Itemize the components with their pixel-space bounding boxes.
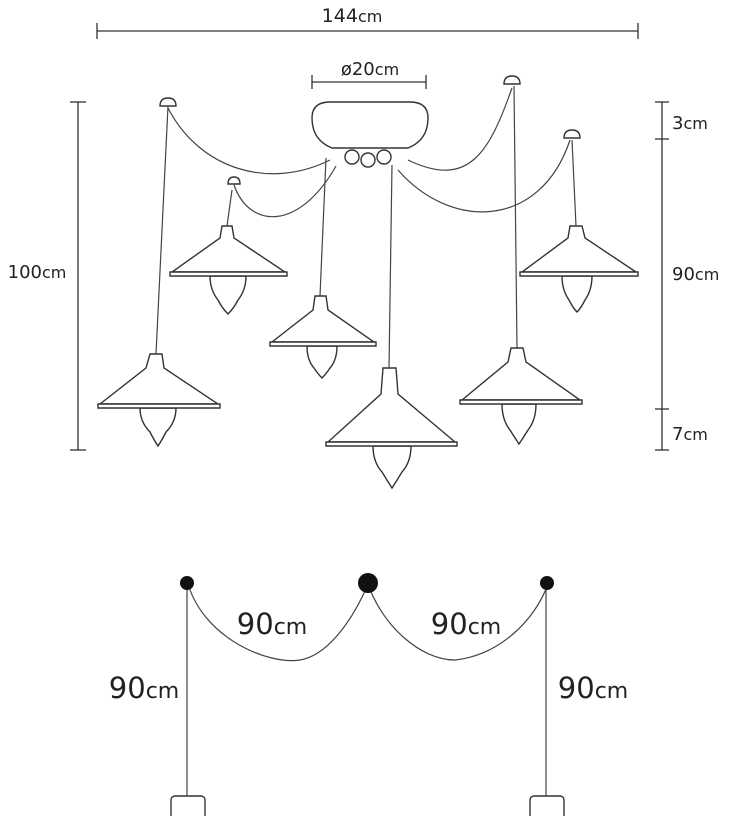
swag-cable	[167, 107, 331, 175]
ceiling-canopy	[311, 101, 429, 149]
drop-cable	[155, 105, 169, 355]
total-height-unit: cm	[42, 263, 66, 282]
left-swag-unit: cm	[274, 615, 308, 640]
svg-text:90cm: 90cm	[672, 264, 719, 285]
left-swag-cable	[187, 583, 369, 662]
pendant-lamp	[519, 225, 639, 313]
ceiling-hook	[563, 129, 581, 139]
width-value: 144	[322, 5, 358, 27]
pendant-lamp	[325, 367, 458, 490]
drop-cable	[513, 85, 518, 349]
ceiling-hook	[503, 75, 521, 85]
center-ceiling-hook	[358, 573, 378, 593]
swag-cable	[233, 165, 337, 218]
middle-segment-unit: cm	[695, 265, 719, 284]
chandelier-drawing	[97, 75, 639, 490]
right-drop-unit: cm	[595, 679, 629, 704]
total-height-dimension: 100cm	[8, 101, 86, 451]
drop-cable	[226, 189, 233, 227]
pendant-lamp	[169, 225, 288, 315]
bottom-segment-value: 7	[672, 424, 683, 445]
cable-length-detail: 90cm 90cm 90cm 90cm	[109, 573, 628, 816]
svg-text:90cm: 90cm	[109, 671, 179, 705]
swag-cable	[397, 139, 571, 213]
drop-cable	[388, 164, 393, 369]
left-ceiling-hook	[180, 576, 194, 590]
width-dimension: 144cm	[96, 5, 639, 39]
width-unit: cm	[358, 7, 382, 26]
ceiling-hook	[227, 176, 241, 185]
drop-cable	[571, 139, 577, 227]
svg-text:7cm: 7cm	[672, 424, 708, 445]
top-segment-unit: cm	[683, 114, 707, 133]
svg-text:ø20cm: ø20cm	[341, 59, 399, 80]
cable-knot	[344, 149, 360, 165]
cable-knot	[376, 149, 392, 165]
left-drop-value: 90	[109, 671, 146, 705]
cable-knot	[360, 152, 376, 168]
left-drop-unit: cm	[146, 679, 180, 704]
svg-text:90cm: 90cm	[431, 607, 501, 641]
bottom-segment-unit: cm	[683, 425, 707, 444]
right-swag-cable	[367, 583, 549, 661]
right-drop-value: 90	[558, 671, 595, 705]
drop-cable	[319, 157, 327, 297]
right-ceiling-hook	[540, 576, 554, 590]
swag-cable	[407, 87, 513, 171]
svg-text:90cm: 90cm	[237, 607, 307, 641]
right-lamp-holder	[529, 795, 565, 816]
top-segment-value: 3	[672, 113, 683, 134]
left-swag-value: 90	[237, 607, 274, 641]
segment-height-dimension: 3cm 90cm 7cm	[655, 101, 719, 451]
pendant-lamp	[269, 295, 377, 379]
right-swag-unit: cm	[468, 615, 502, 640]
svg-text:100cm: 100cm	[8, 262, 67, 283]
right-swag-value: 90	[431, 607, 468, 641]
pendant-lamp	[459, 347, 583, 446]
svg-text:144cm: 144cm	[322, 5, 383, 27]
svg-text:3cm: 3cm	[672, 113, 708, 134]
pendant-lamp	[97, 353, 221, 448]
middle-segment-value: 90	[672, 264, 695, 285]
canopy-diameter-value: ø20	[341, 59, 375, 80]
total-height-value: 100	[8, 262, 42, 283]
ceiling-hook	[159, 97, 177, 107]
svg-text:90cm: 90cm	[558, 671, 628, 705]
canopy-diameter-dimension: ø20cm	[311, 59, 427, 89]
left-lamp-holder	[170, 795, 206, 816]
canopy-diameter-unit: cm	[375, 60, 399, 79]
